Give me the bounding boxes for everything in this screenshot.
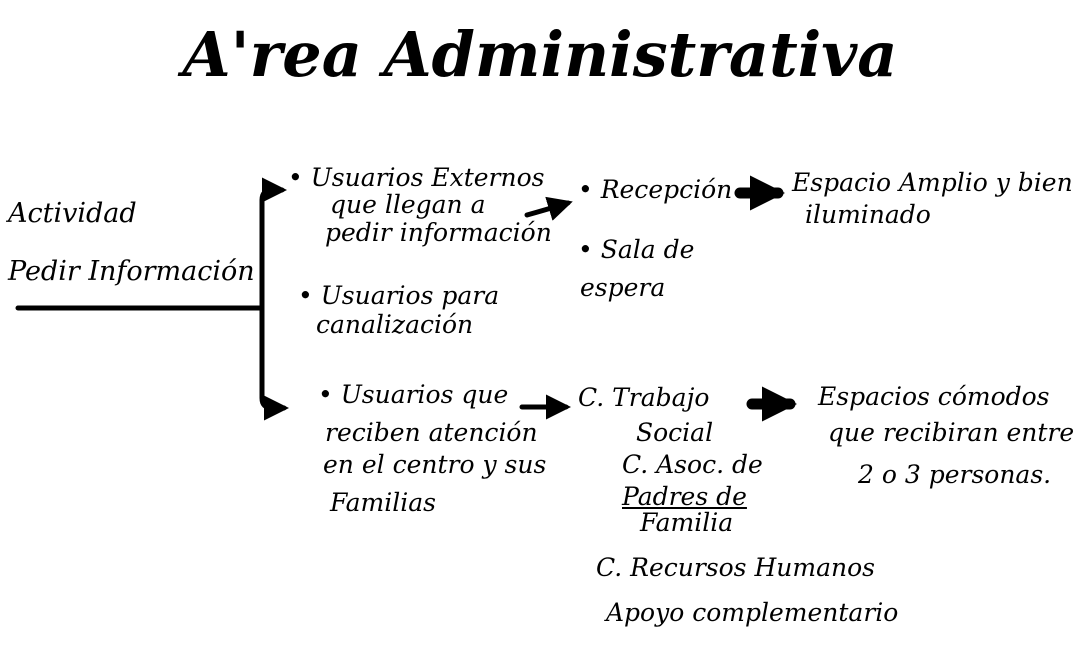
top-users-line-3: pedir información: [325, 218, 552, 247]
diagram-title: A'rea Administrativa: [182, 18, 898, 91]
bottom-users-line-1: • Usuarios que: [318, 380, 509, 409]
bottom-users-line-4: Familias: [330, 488, 436, 517]
top-place-waiting-1: • Sala de: [578, 235, 695, 264]
bottom-place-social-work-2: Social: [636, 418, 714, 447]
top-users2-line-2: canalización: [316, 310, 474, 339]
bottom-place-hr: C. Recursos Humanos: [596, 553, 875, 582]
top-arrow-1: [524, 196, 573, 221]
root-activity-label: Actividad: [8, 198, 137, 229]
top-result-line-2: iluminado: [805, 200, 931, 229]
bottom-place-support: Apoyo complementario: [606, 598, 899, 627]
top-users-line-2: que llegan a: [330, 190, 486, 219]
bottom-result-line-3: 2 o 3 personas.: [858, 460, 1052, 489]
top-result-line-1: Espacio Amplio y bien: [792, 168, 1073, 197]
top-users-line-1: • Usuarios Externos: [288, 163, 545, 192]
bottom-place-parents-1: C. Asoc. de: [622, 450, 763, 479]
bottom-users-line-2: reciben atención: [325, 418, 538, 447]
bottom-place-social-work-1: C. Trabajo: [578, 383, 710, 412]
root-activity-name: Pedir Información: [8, 256, 255, 287]
bottom-users-line-3: en el centro y sus: [323, 450, 547, 479]
bottom-result-line-1: Espacios cómodos: [818, 382, 1050, 411]
branch-top-connector: [259, 177, 287, 311]
top-place-waiting-2: espera: [580, 273, 666, 302]
bottom-place-parents-2: Padres de: [622, 482, 747, 511]
top-users2-line-1: • Usuarios para: [298, 281, 500, 310]
top-place-reception: • Recepción: [578, 175, 733, 204]
bottom-place-parents-3: Familia: [640, 508, 734, 537]
branch-bottom-connector: [259, 305, 289, 421]
bottom-result-line-2: que recibiran entre: [828, 418, 1075, 447]
